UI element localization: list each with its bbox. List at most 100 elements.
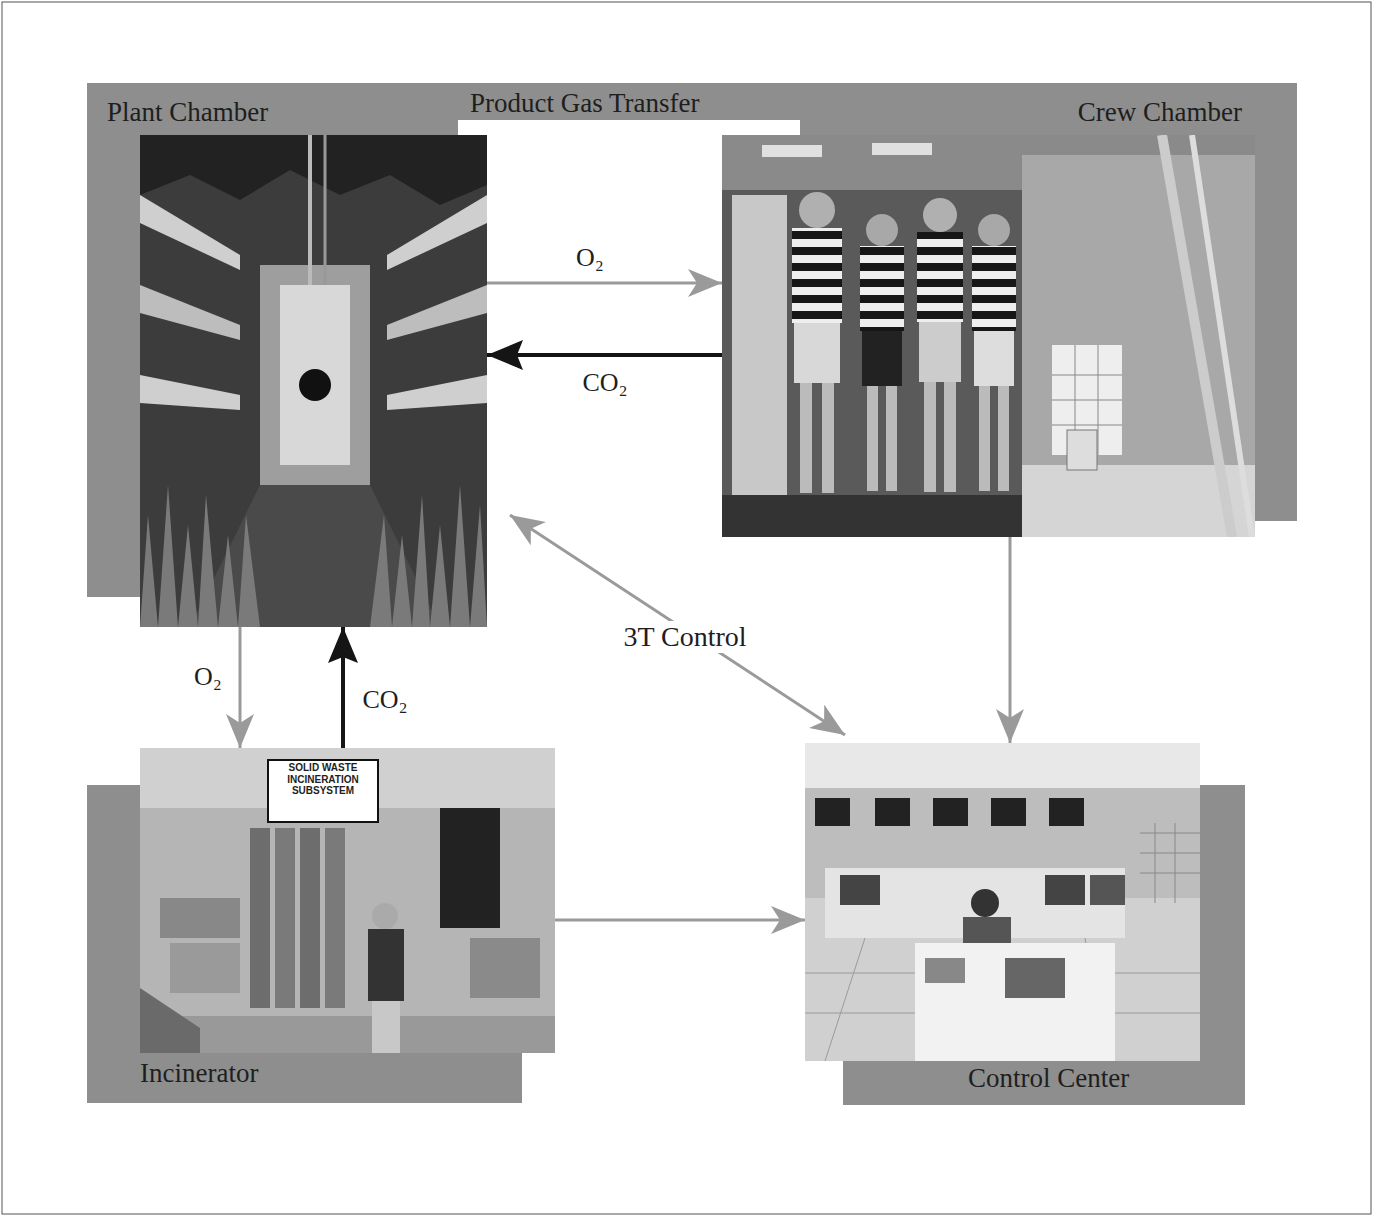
- person-shirt: [792, 228, 842, 323]
- cabinet: [732, 195, 787, 515]
- person-leg: [979, 386, 990, 491]
- ceiling: [805, 743, 1200, 788]
- person-leg: [822, 383, 834, 493]
- back-wall: [260, 265, 370, 485]
- console-panel: [925, 958, 965, 983]
- cylinder: [325, 828, 345, 1008]
- ceiling-light: [762, 145, 822, 157]
- shelf: [140, 195, 240, 270]
- person-head: [866, 214, 898, 246]
- floor: [722, 495, 1022, 537]
- title-label: Product Gas Transfer: [470, 88, 700, 119]
- node-label: Crew Chamber: [1078, 97, 1242, 128]
- person-leg: [867, 386, 878, 491]
- equipment-box: [160, 898, 240, 938]
- monitor: [991, 798, 1026, 826]
- incinerator-band: [87, 1053, 522, 1103]
- flow-arrow: [555, 919, 805, 922]
- shelf: [387, 375, 487, 410]
- person-leg: [998, 386, 1009, 491]
- front-console: [915, 943, 1115, 1061]
- person-shirt: [860, 246, 904, 331]
- plant-photo: [140, 135, 487, 627]
- person-shorts: [974, 331, 1014, 386]
- person-leg: [944, 382, 956, 492]
- porthole: [299, 369, 331, 401]
- monitor: [1049, 798, 1084, 826]
- person-head: [799, 192, 835, 228]
- photo-ground: [140, 748, 555, 1053]
- shelf: [140, 285, 240, 340]
- control-box: Control Center: [805, 743, 1200, 1061]
- person-shorts: [862, 331, 902, 386]
- console-screen: [1045, 875, 1085, 905]
- person-shorts: [794, 323, 840, 383]
- person-shirt: [917, 232, 963, 322]
- photo-ground: [805, 743, 1200, 1061]
- pipe: [308, 135, 312, 285]
- person-head: [923, 198, 957, 232]
- cylinder: [300, 828, 320, 1008]
- crew-band: [1255, 83, 1297, 521]
- person-head: [978, 214, 1010, 246]
- person-body: [368, 929, 404, 1001]
- plants: [370, 485, 487, 627]
- crew-photo: [722, 135, 1255, 537]
- control-band: [1200, 785, 1245, 1105]
- flow-arrow: [510, 515, 845, 735]
- chamber-box: Crew Chamber: [722, 135, 1255, 537]
- plant-band: [87, 83, 140, 597]
- ceiling-light: [872, 143, 932, 155]
- chamber-box: Plant Chamber: [140, 135, 487, 627]
- incinerator-photo: [140, 748, 555, 1053]
- flow-arrow: [239, 627, 242, 748]
- photo-ground: [140, 135, 487, 627]
- person-leg: [800, 383, 812, 493]
- bench: [140, 988, 200, 1053]
- flow-arrow: [341, 627, 345, 748]
- person-legs: [372, 1001, 400, 1053]
- flow-label: CO₂: [362, 685, 407, 715]
- console-screen: [840, 875, 880, 905]
- person-leg: [924, 382, 936, 492]
- person-shirt: [972, 246, 1016, 331]
- white-strip: [458, 120, 800, 135]
- console-screen: [1090, 875, 1125, 905]
- plants: [140, 485, 260, 627]
- monitor: [875, 798, 910, 826]
- pipe: [324, 135, 327, 285]
- sign-text: SOLID WASTE INCINERATION SUBSYSTEM: [270, 762, 376, 797]
- person-shorts: [919, 322, 961, 382]
- flow-label: CO₂: [582, 368, 627, 398]
- flow-label: O₂: [576, 243, 604, 273]
- equipment-box: [170, 943, 240, 993]
- top-band: [87, 83, 1297, 135]
- flow-label: O₂: [194, 662, 222, 692]
- floor: [140, 1016, 555, 1053]
- flow-arrow: [1009, 537, 1012, 743]
- cylinder: [275, 828, 295, 1008]
- sign-board: [268, 760, 378, 822]
- flow-arrow: [487, 353, 722, 357]
- node-label: Plant Chamber: [107, 97, 268, 128]
- cylinder: [250, 828, 270, 1008]
- monitor: [933, 798, 968, 826]
- node-label: Control Center: [968, 1063, 1129, 1094]
- control-photo: [805, 743, 1200, 1061]
- flow-label: 3T Control: [617, 621, 752, 653]
- rack: [1140, 823, 1200, 903]
- console-screen: [1005, 958, 1065, 998]
- flow-arrow: [487, 282, 722, 285]
- equipment-box: [470, 938, 540, 998]
- shelf: [387, 195, 487, 270]
- person-head: [971, 889, 999, 917]
- floor-grid: [805, 938, 1200, 1061]
- control-band: [843, 1061, 1245, 1105]
- stair-rail: [1192, 135, 1252, 537]
- doorway: [440, 808, 500, 928]
- mug: [1067, 430, 1097, 470]
